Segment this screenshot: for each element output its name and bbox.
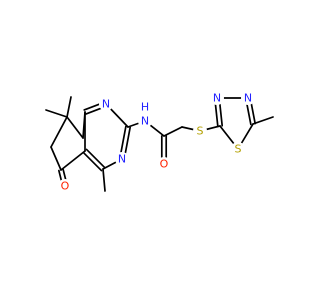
bond-c5td-metd: [252, 116, 274, 125]
atom-label-layer: N N N H O O S S: [58, 91, 255, 193]
atom-nh: N: [138, 114, 152, 128]
atom-n-td4-label: N: [244, 92, 252, 105]
atom-n1-label: N: [102, 98, 110, 111]
atom-n-td3-label: N: [213, 92, 221, 105]
atom-n3: N: [115, 152, 129, 166]
atom-o-amide: O: [157, 157, 171, 171]
atom-o-ketone: O: [58, 179, 72, 193]
atom-n1: N: [99, 97, 113, 111]
atom-n-td3: N: [210, 91, 224, 105]
bond-cco-ch2: [163, 126, 183, 137]
bond-c8a-c8: [82, 111, 86, 139]
atom-s-thioether: S: [193, 124, 207, 138]
bond-c7-c6: [50, 116, 68, 148]
atom-s-thiadiazole-label: S: [235, 143, 242, 156]
bond-c4-me4: [102, 168, 106, 192]
bond-c4a-c4-line1: [82, 151, 103, 172]
atom-s-thioether-label: S: [197, 125, 204, 138]
bond-c5-c4a: [60, 150, 86, 171]
bond-c7-me7a: [45, 109, 68, 118]
atom-s-thiadiazole: S: [231, 142, 245, 156]
bond-c7-me7b: [66, 96, 72, 118]
atom-o-amide-label: O: [160, 158, 169, 171]
bond-c8-c7: [66, 116, 84, 139]
bond-c4a-c4-line2: [85, 148, 106, 169]
atom-nh-label: N: [141, 115, 149, 128]
atom-h-amide-label: H: [141, 101, 149, 114]
atom-o-ketone-label: O: [61, 180, 70, 193]
molecule-structure-diagram: N N N H O O S S: [45, 91, 274, 193]
atom-h-amide: H: [139, 101, 151, 114]
bond-c6-c5: [50, 146, 62, 171]
atom-n-td4: N: [241, 91, 255, 105]
atom-n3-label: N: [118, 153, 126, 166]
